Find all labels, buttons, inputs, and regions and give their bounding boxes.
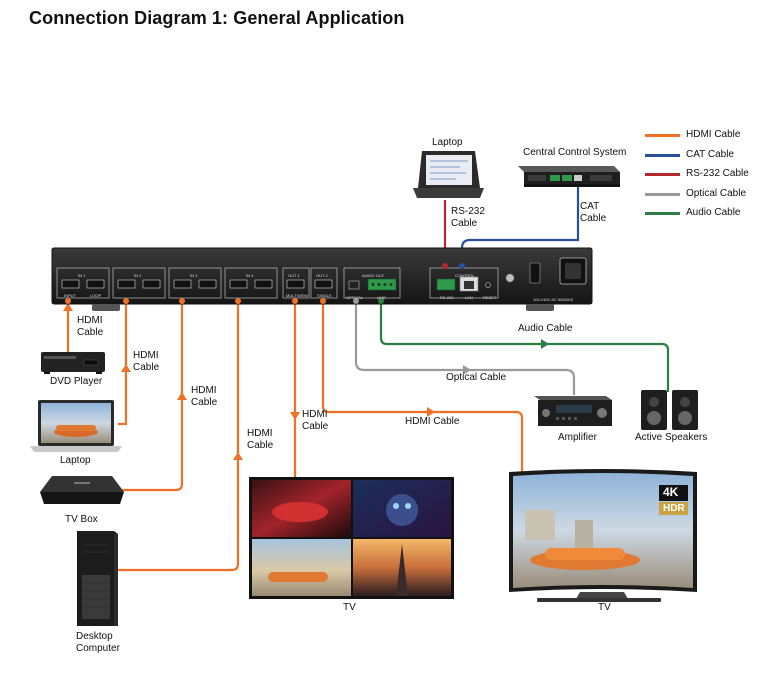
hdmi-desktop-cable-label: HDMI Cable [247,428,274,451]
legend-item-cat: CAT Cable [645,149,765,169]
matrix-switcher-panel [51,247,593,311]
hdmi-multiview-cable-label: HDMI Cable [302,409,329,432]
optical-arrowhead [463,365,471,375]
panel-out2-label: OUT 2 [316,273,328,278]
rs232-terminal [436,278,456,291]
dvd-player-icon [41,352,105,374]
laptop-top-icon [413,151,484,198]
hdmi-multiview-arrowhead [290,412,300,420]
audio-arrowhead [541,339,549,349]
cat-cable-label: CAT Cable [580,201,607,224]
active-speakers-icon [641,390,698,430]
panel-out1-label: OUT 1 [288,273,300,278]
optical-port [348,280,360,290]
hdmi-desktop-arrowhead [233,452,243,460]
legend-label-audio: Audio Cable [686,207,741,218]
panel-audio-out-label: AUDIO OUT [362,273,385,278]
hdmi-dvd-cable-label: HDMI Cable [77,315,104,338]
panel-power-label: 100-240V AC 50/60HZ [533,297,574,302]
laptop-top-label: Laptop [432,137,463,148]
hdmi-single-cable-label: HDMI Cable [405,416,460,427]
laptop-left-icon [30,400,122,452]
tv-box-label: TV Box [65,514,98,525]
legend-item-optical: Optical Cable [645,188,765,208]
panel-loop-label: LOOP [90,293,102,298]
curved-tv-icon [509,469,697,602]
amplifier-icon [534,396,612,426]
legend-item-hdmi: HDMI Cable [645,129,765,149]
panel-in1-label: IN 1 [78,273,86,278]
hdmi-desktop-cable [118,304,240,572]
panel-optical-label: OPTICAL [346,295,364,300]
panel-in3-label: IN 3 [190,273,198,278]
input-bays [56,267,499,299]
legend-label-optical: Optical Cable [686,187,747,199]
hdmi-laptop-cable [118,304,128,426]
legend-swatch-optical [645,192,680,196]
legend-item-rs232: RS-232 Cable [645,168,765,188]
panel-input-label: INPUT [64,293,76,298]
panel-multiview-label: MULTIVIEW [286,293,308,298]
tv-box-icon [40,476,124,504]
panel-reset-label: RESET [483,295,497,300]
panel-single-label: SINGLE [317,293,332,298]
central-control-system-icon [518,166,620,187]
panel-lan-label: LAN [465,295,473,300]
speakers-label: Active Speakers [635,432,708,443]
legend-swatch-audio [645,212,680,215]
4k-badge [659,485,688,501]
multiview-tv-icon [249,477,454,599]
rs232-cable-label: RS-232 Cable [451,206,485,229]
hdmi-ports [61,279,333,289]
legend: HDMI Cable CAT Cable RS-232 Cable Optica… [645,129,765,227]
tv-4k-badge-text: 4K [663,485,679,499]
legend-item-audio: Audio Cable [645,207,765,227]
hdmi-single-cable [321,304,524,476]
optical-cable-label: Optical Cable [446,372,507,383]
hdmi-dvd-arrowhead [63,303,73,311]
central-control-label: Central Control System [523,147,627,158]
legend-swatch-hdmi [645,134,680,137]
hdmi-laptop-arrowhead [121,364,131,372]
amplifier-label: Amplifier [558,432,597,443]
line-audio-terminal [367,278,397,291]
dvd-player-label: DVD Player [50,376,103,387]
panel-control-label: CONTROL [455,273,475,278]
hdmi-tvbox-cable [122,304,184,492]
hdmi-tvbox-cable-label: HDMI Cable [191,385,218,408]
panel-line-label: LINE [377,295,386,300]
legend-swatch-cat [645,153,680,157]
hdmi-laptop-cable-label: HDMI Cable [133,350,160,373]
hdmi-single-arrowhead [427,407,435,417]
page-title: Connection Diagram 1: General Applicatio… [29,8,405,28]
legend-swatch-rs232 [645,173,680,176]
power-switch [529,262,541,284]
desktop-label: Desktop Computer [76,631,120,654]
legend-label-hdmi: HDMI Cable [686,129,741,140]
legend-label-cat: CAT Cable [686,148,734,160]
hdr-badge [659,502,688,515]
laptop-left-label: Laptop [60,455,91,466]
reset-button [485,282,491,288]
panel-in4-label: IN 4 [246,273,254,278]
tv-multiview-label: TV [343,602,356,613]
panel-rs232-label: RS-232 [440,295,454,300]
tv-single-label: TV [598,602,611,613]
ground-screw [505,273,515,283]
panel-in2-label: IN 2 [134,273,142,278]
audio-cable [379,304,670,392]
hdmi-tvbox-arrowhead [177,392,187,400]
audio-cable-label: Audio Cable [518,323,573,334]
tv-hdr-badge-text: HDR [663,503,685,514]
desktop-computer-icon [77,531,118,626]
legend-label-rs232: RS-232 Cable [686,168,749,179]
